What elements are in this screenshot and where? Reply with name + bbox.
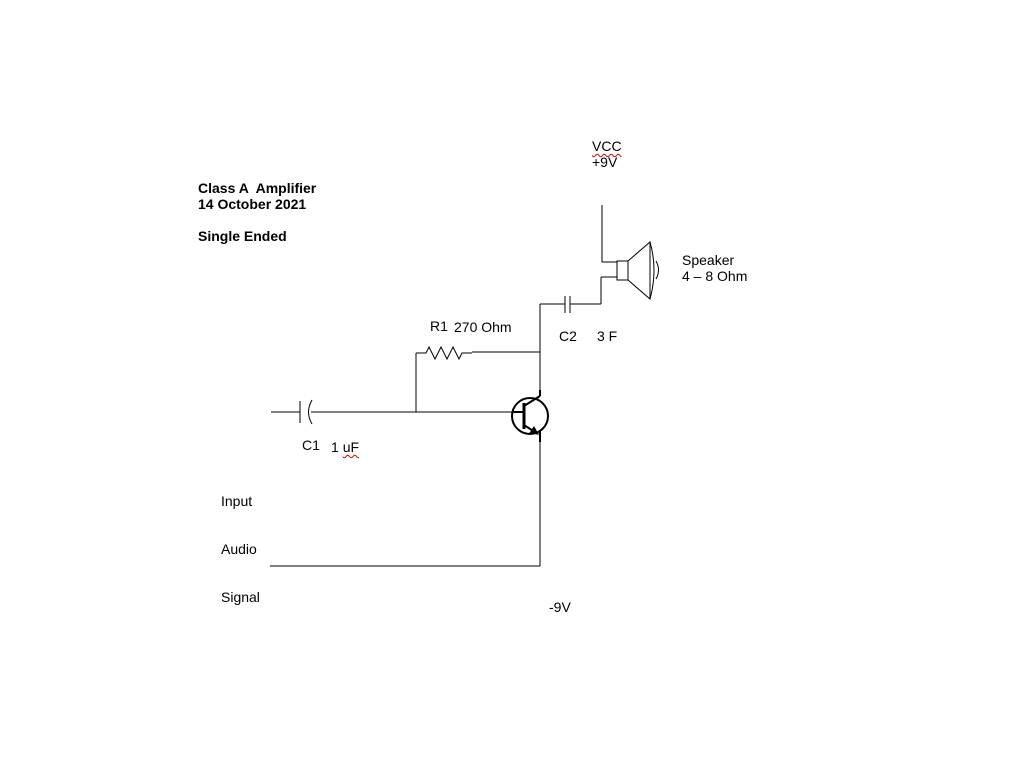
vcc-voltage: +9V (592, 154, 618, 170)
c1-value-unit: uF (342, 439, 360, 455)
input-label-line-1: Input (221, 493, 253, 509)
vcc-label: VCC (592, 138, 622, 154)
speaker-symbol (616, 240, 659, 301)
speaker-name-label: Speaker (682, 252, 735, 268)
c2-capacitor-symbol (564, 296, 571, 313)
r1-resistor-symbol (416, 345, 472, 361)
title-line-2: Single Ended (198, 228, 287, 244)
input-label-line-2: Audio (221, 541, 257, 557)
negative-supply-label: -9V (549, 599, 571, 615)
schematic-date: 14 October 2021 (198, 196, 307, 212)
schematic-title: Class A Amplifier Single Ended (198, 148, 316, 260)
npn-transistor-symbol (511, 390, 549, 442)
r1-name-label: R1 (430, 318, 448, 334)
c2-value-label: 3 F (597, 328, 618, 344)
speaker-impedance-label: 4 – 8 Ohm (682, 268, 748, 284)
r1-value-label: 270 Ohm (454, 319, 512, 335)
c1-name-label: C1 (302, 437, 320, 453)
c1-value-number: 1 (331, 439, 343, 455)
input-signal-label: Input Audio Signal (221, 461, 260, 621)
input-label-line-3: Signal (221, 589, 260, 605)
c2-name-label: C2 (559, 328, 577, 344)
title-line-1: Class A Amplifier (198, 180, 317, 196)
c1-value-label: 1 uF (331, 439, 359, 455)
c1-capacitor-symbol (299, 399, 313, 425)
